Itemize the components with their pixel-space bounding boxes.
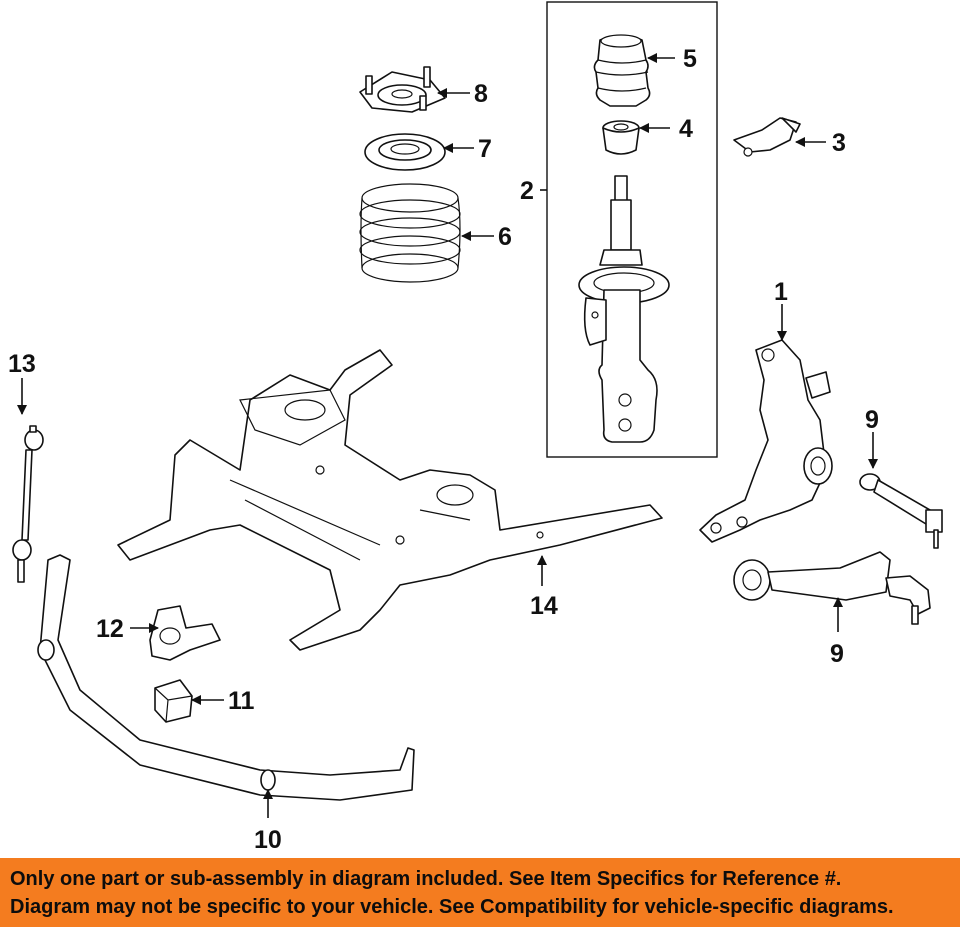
disclaimer-banner: Only one part or sub-assembly in diagram… bbox=[0, 858, 960, 927]
disclaimer-line-1: Only one part or sub-assembly in diagram… bbox=[10, 868, 842, 890]
callout-9-tie-rod: 9 bbox=[865, 406, 879, 434]
stabilizer-bar-part bbox=[37, 554, 415, 801]
callout-leaders bbox=[17, 53, 878, 818]
callout-10: 10 bbox=[254, 826, 282, 854]
callout-8: 8 bbox=[474, 80, 488, 108]
callout-5: 5 bbox=[683, 45, 697, 73]
stabilizer-bracket-part bbox=[149, 605, 221, 661]
callout-14: 14 bbox=[530, 592, 558, 620]
upper-mount-part bbox=[359, 66, 446, 113]
spring-seat-part bbox=[364, 133, 446, 171]
bump-stop-part bbox=[602, 120, 640, 155]
steering-knuckle-part bbox=[699, 339, 833, 543]
callout-1: 1 bbox=[774, 278, 788, 306]
callout-11: 11 bbox=[228, 687, 255, 715]
subframe-part bbox=[117, 349, 663, 651]
callout-4: 4 bbox=[679, 115, 693, 143]
upper-control-arm-part bbox=[733, 117, 801, 157]
dust-boot-part bbox=[593, 34, 651, 107]
callout-7: 7 bbox=[478, 135, 492, 163]
callout-labels: 8 7 6 5 4 3 2 1 9 9 14 10 11 12 13 bbox=[8, 45, 879, 854]
suspension-parts-diagram: 8 7 6 5 4 3 2 1 9 9 14 10 11 12 13 bbox=[8, 1, 943, 854]
callout-13: 13 bbox=[8, 350, 36, 378]
strut-part bbox=[578, 175, 670, 443]
coil-spring-part bbox=[359, 183, 461, 283]
stabilizer-bushing-part bbox=[154, 679, 193, 723]
callout-9-control-arm: 9 bbox=[830, 640, 844, 668]
lower-control-arm-part bbox=[733, 551, 931, 625]
strut-assembly-box bbox=[546, 1, 718, 458]
tie-rod-end-part bbox=[859, 473, 943, 549]
stabilizer-link-part bbox=[12, 425, 44, 583]
callout-2: 2 bbox=[520, 177, 534, 205]
callout-3: 3 bbox=[832, 129, 846, 157]
callout-12: 12 bbox=[96, 615, 124, 643]
disclaimer-line-2: Diagram may not be specific to your vehi… bbox=[10, 896, 894, 918]
callout-6: 6 bbox=[498, 223, 512, 251]
